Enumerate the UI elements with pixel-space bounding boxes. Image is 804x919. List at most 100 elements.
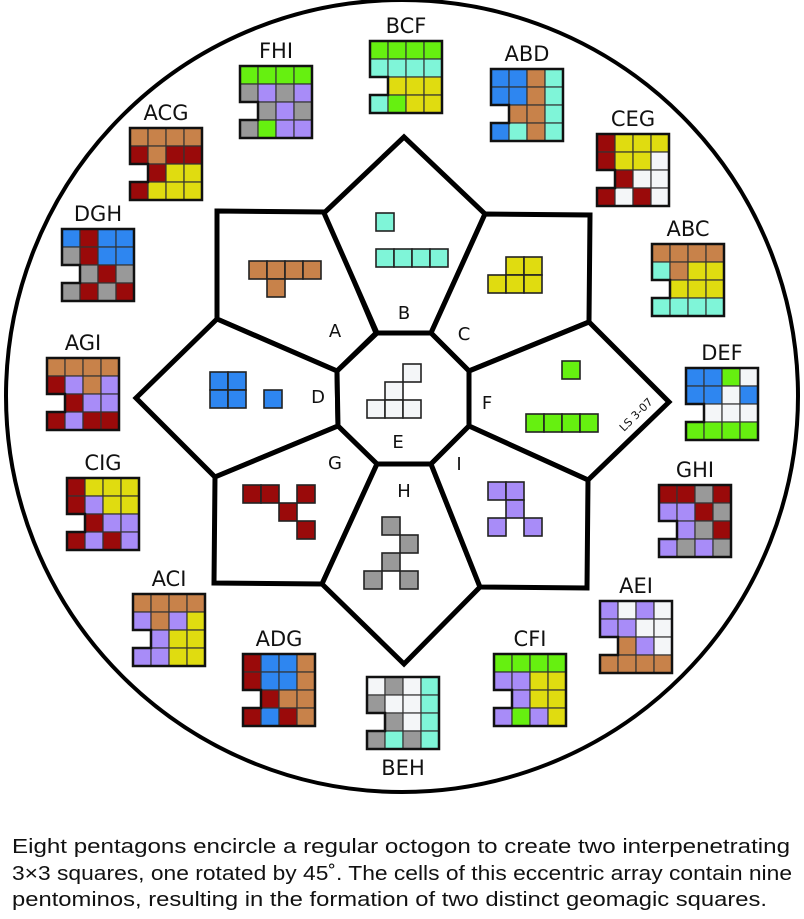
- square-cell-b: [420, 676, 440, 696]
- piece-cell-e: [366, 399, 386, 419]
- square-cell-d: [508, 86, 528, 106]
- square-cell-f: [511, 653, 531, 673]
- piece-cell-f: [561, 413, 581, 433]
- square-cell-g: [64, 393, 84, 413]
- square-cell-a: [129, 127, 149, 147]
- piece-cell-f: [543, 413, 563, 433]
- square-cell-e: [703, 403, 723, 423]
- piece-cell-g: [296, 520, 316, 540]
- pentagon-region-f: F: [466, 319, 673, 483]
- square-cell-b: [369, 58, 389, 78]
- square-outline: [489, 67, 565, 143]
- square-cell-i: [676, 520, 696, 540]
- piece-cell-i: [505, 481, 525, 501]
- geomagic-square-def: DEF: [684, 341, 760, 442]
- region-label: G: [328, 453, 342, 474]
- square-cell-b: [705, 297, 725, 317]
- square-cell-c: [650, 133, 670, 153]
- square-cell-e: [617, 600, 637, 620]
- square-cell-a: [617, 654, 637, 674]
- square-cell-d: [703, 367, 723, 387]
- region-label: E: [392, 432, 403, 453]
- square-cell-a: [168, 593, 188, 613]
- square-cell-d: [115, 228, 135, 248]
- square-cell-f: [493, 653, 513, 673]
- piece-cell-c: [505, 256, 525, 276]
- pentagon-region-a: A: [214, 208, 379, 374]
- piece-cell-d: [209, 371, 229, 391]
- square-cell-e: [650, 151, 670, 171]
- square-cell-g: [614, 169, 634, 189]
- square-cell-b: [384, 730, 404, 750]
- pentagon-region-b: B: [321, 133, 489, 336]
- piece-cell-b: [375, 248, 395, 268]
- piece-cell-h: [399, 534, 419, 554]
- square-cell-a: [64, 357, 84, 377]
- square-cell-e: [402, 694, 422, 714]
- square-cell-h: [676, 538, 696, 558]
- square-cell-c: [669, 279, 689, 299]
- square-cell-d: [97, 246, 117, 266]
- square-cell-h: [694, 484, 714, 504]
- square-outline: [45, 356, 121, 432]
- square-cell-e: [653, 636, 673, 656]
- region-label: D: [311, 387, 325, 408]
- square-cell-c: [614, 133, 634, 153]
- square-cell-b: [508, 122, 528, 142]
- square-cell-b: [544, 86, 564, 106]
- square-cell-a: [132, 593, 152, 613]
- square-cell-f: [275, 65, 295, 85]
- square-outline: [365, 675, 441, 751]
- square-cell-i: [694, 538, 714, 558]
- square-cell-g: [658, 484, 678, 504]
- caption-line: Eight pentagons encircle a regular octog…: [12, 836, 790, 858]
- square-label: BEH: [381, 756, 424, 780]
- geomagic-square-cfi: CFI: [492, 627, 568, 728]
- square-cell-g: [84, 513, 104, 533]
- square-cell-g: [115, 282, 135, 302]
- square-cell-g: [66, 531, 86, 551]
- square-cell-h: [239, 119, 259, 139]
- square-cell-g: [79, 246, 99, 266]
- square-cell-a: [296, 707, 316, 727]
- square-cell-c: [186, 629, 206, 649]
- square-cell-g: [278, 707, 298, 727]
- square-cell-i: [293, 119, 313, 139]
- square-cell-i: [120, 513, 140, 533]
- square-cell-g: [596, 187, 616, 207]
- square-label: DGH: [74, 202, 122, 226]
- square-cell-a: [278, 689, 298, 709]
- square-cell-d: [260, 653, 280, 673]
- piece-cell-i: [523, 517, 543, 537]
- square-cell-c: [687, 261, 707, 281]
- square-cell-g: [183, 145, 203, 165]
- square-cell-e: [366, 676, 386, 696]
- square-cell-e: [721, 403, 741, 423]
- square-cell-a: [651, 243, 671, 263]
- piece-cell-d: [209, 389, 229, 409]
- square-cell-a: [296, 671, 316, 691]
- piece-cell-i: [487, 517, 507, 537]
- square-cell-e: [402, 676, 422, 696]
- square-cell-i: [150, 647, 170, 667]
- square-cell-g: [129, 181, 149, 201]
- piece-cell-e: [384, 381, 404, 401]
- square-cell-h: [694, 520, 714, 540]
- square-cell-g: [102, 531, 122, 551]
- square-cell-a: [526, 86, 546, 106]
- square-cell-d: [685, 367, 705, 387]
- square-cell-f: [685, 421, 705, 441]
- square-outline: [650, 242, 726, 318]
- square-cell-h: [239, 83, 259, 103]
- square-cell-d: [260, 707, 280, 727]
- square-cell-h: [293, 101, 313, 121]
- square-cell-c: [705, 261, 725, 281]
- piece-cell-h: [381, 516, 401, 536]
- square-cell-c: [183, 181, 203, 201]
- region-label: H: [397, 481, 411, 502]
- square-cell-f: [721, 367, 741, 387]
- square-cell-i: [100, 393, 120, 413]
- square-cell-g: [100, 411, 120, 431]
- square-cell-h: [366, 694, 386, 714]
